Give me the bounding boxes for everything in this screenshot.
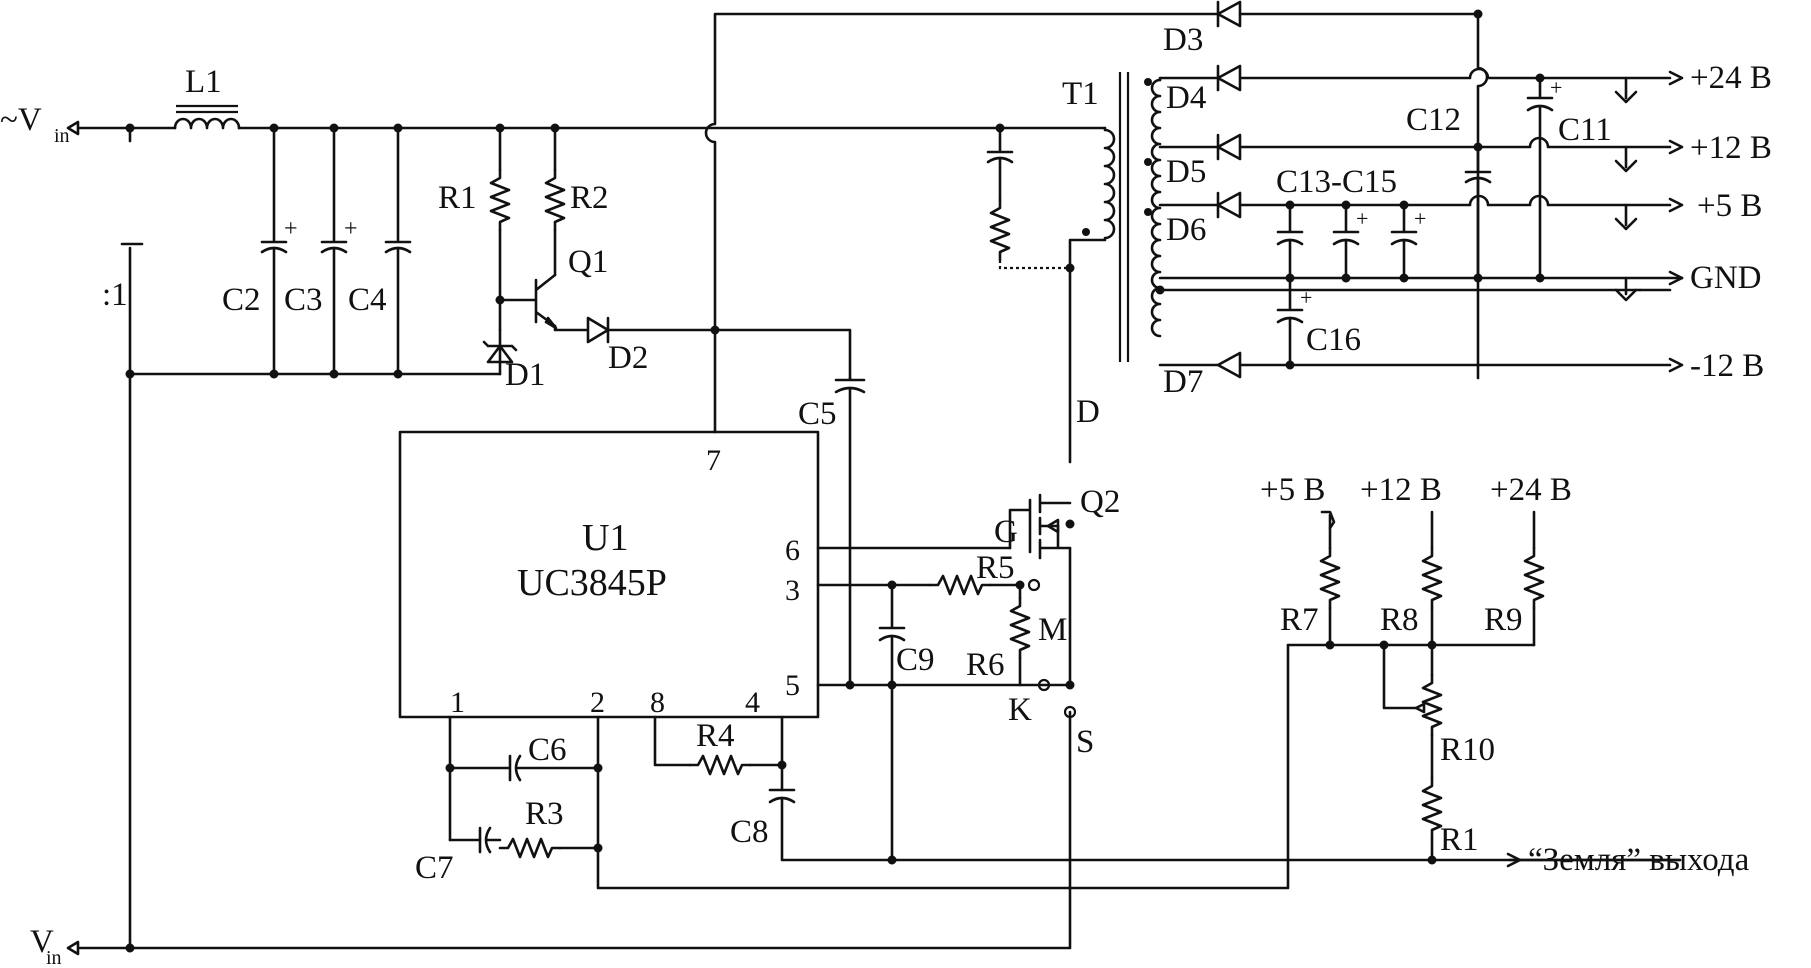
c2-label: C2 bbox=[222, 282, 261, 318]
svg-text:+: + bbox=[284, 216, 298, 242]
c7-label: C7 bbox=[415, 850, 454, 886]
ref-5-label: +5 B bbox=[1260, 472, 1325, 508]
svg-text:2: 2 bbox=[590, 686, 605, 719]
snubber bbox=[986, 123, 1070, 270]
vin-neg: V in bbox=[30, 372, 135, 968]
r7-label: R7 bbox=[1280, 602, 1319, 638]
c3-label: C3 bbox=[284, 282, 323, 318]
d3-label: D3 bbox=[1163, 22, 1203, 58]
ic-ref: U1 bbox=[582, 517, 628, 559]
c11-label: C11 bbox=[1558, 112, 1612, 148]
ref-24-label: +24 B bbox=[1490, 472, 1572, 508]
k-label: K bbox=[1008, 692, 1032, 728]
svg-text:3: 3 bbox=[785, 574, 800, 607]
vin-neg-label: V bbox=[30, 924, 54, 960]
ref-12-label: +12 B bbox=[1360, 472, 1442, 508]
transformer-t1: T1 D4 D5 D6 D7 bbox=[1062, 72, 1642, 400]
d3-diode bbox=[1216, 0, 1242, 28]
d5-label: D5 bbox=[1166, 154, 1206, 190]
svg-text:+: + bbox=[1414, 206, 1426, 231]
l1-label: L1 bbox=[185, 64, 222, 100]
svg-text:+: + bbox=[1550, 75, 1562, 100]
feedback-divider: +5 B +12 B +24 B R7 R8 R9 R10 R1 “Земля”… bbox=[1260, 472, 1750, 878]
output-rails: +24 B +12 B +5 B GND -12 B + C11 C12 + +… bbox=[1158, 9, 1772, 384]
d2-label: D2 bbox=[608, 340, 648, 376]
c1-label: :1 bbox=[102, 277, 128, 313]
startup-circuit: R1 R2 Q1 D1 D2 bbox=[438, 126, 852, 393]
svg-text:4: 4 bbox=[745, 686, 760, 719]
d-label: D bbox=[1076, 394, 1100, 430]
q2-label: Q2 bbox=[1080, 484, 1120, 520]
capacitor-c5: C5 bbox=[798, 376, 866, 690]
inductor-l1: L1 bbox=[173, 64, 241, 130]
ground-label: “Земля” выхода bbox=[1528, 842, 1750, 878]
ic-part: UC3845P bbox=[517, 562, 667, 604]
q1-label: Q1 bbox=[568, 244, 608, 280]
capacitor-c9: C9 bbox=[878, 580, 935, 865]
r2-label: R2 bbox=[570, 180, 609, 216]
g-label: G bbox=[994, 514, 1018, 550]
c5-label: C5 bbox=[798, 396, 837, 432]
m-label: M bbox=[1038, 612, 1067, 648]
c4-label: C4 bbox=[348, 282, 387, 318]
svg-text:+: + bbox=[344, 216, 358, 242]
svg-text:5: 5 bbox=[785, 669, 800, 702]
compensation-network: C6 R3 C7 R4 C8 bbox=[128, 643, 1682, 950]
c1-capacitor bbox=[120, 126, 144, 374]
r11-label: R1 bbox=[1440, 822, 1479, 858]
c6-label: C6 bbox=[528, 732, 567, 768]
out-12-label: +12 B bbox=[1690, 130, 1772, 166]
r8-label: R8 bbox=[1380, 602, 1419, 638]
svg-text:+: + bbox=[1300, 285, 1312, 310]
out-gnd-label: GND bbox=[1690, 260, 1762, 296]
input-section: ~V in L1 :1 + + C2 C3 C4 bbox=[0, 64, 1107, 379]
r10-label: R10 bbox=[1440, 732, 1495, 768]
c16-label: C16 bbox=[1306, 322, 1361, 358]
r5-label: R5 bbox=[976, 550, 1015, 586]
out-5-label: +5 B bbox=[1697, 188, 1762, 224]
r1-label: R1 bbox=[438, 180, 477, 216]
svg-text:8: 8 bbox=[650, 686, 665, 719]
r4-label: R4 bbox=[696, 718, 735, 754]
c13-c15-label: C13-C15 bbox=[1276, 164, 1397, 200]
r9-label: R9 bbox=[1484, 602, 1523, 638]
svg-text:6: 6 bbox=[785, 534, 800, 567]
out-m12-label: -12 B bbox=[1690, 348, 1764, 384]
d7-label: D7 bbox=[1163, 364, 1203, 400]
c9-label: C9 bbox=[896, 642, 935, 678]
d1-label: D1 bbox=[505, 357, 545, 393]
svg-text:7: 7 bbox=[706, 444, 721, 477]
capacitors-c2-c4: + + C2 C3 C4 bbox=[222, 126, 412, 376]
s-label: S bbox=[1076, 724, 1094, 760]
svg-text:+: + bbox=[1356, 206, 1368, 231]
d4-label: D4 bbox=[1166, 80, 1206, 116]
r3-label: R3 bbox=[525, 796, 564, 832]
current-sense: R5 M R6 K S bbox=[928, 550, 1094, 760]
vin-neg-subscript: in bbox=[46, 947, 62, 968]
svg-text:1: 1 bbox=[450, 686, 465, 719]
d6-label: D6 bbox=[1166, 212, 1206, 248]
mosfet-q2: Q2 G D bbox=[994, 263, 1120, 687]
c8-label: C8 bbox=[730, 814, 769, 850]
r6-label: R6 bbox=[966, 647, 1005, 683]
vin-pos-label: ~V bbox=[0, 102, 42, 138]
t1-label: T1 bbox=[1062, 76, 1099, 112]
c12-label: C12 bbox=[1406, 102, 1461, 138]
out-24-label: +24 B bbox=[1690, 60, 1772, 96]
ic-u1: U1 UC3845P 7 6 3 5 1 2 8 4 bbox=[398, 328, 1072, 719]
vin-pos-subscript: in bbox=[54, 125, 70, 147]
